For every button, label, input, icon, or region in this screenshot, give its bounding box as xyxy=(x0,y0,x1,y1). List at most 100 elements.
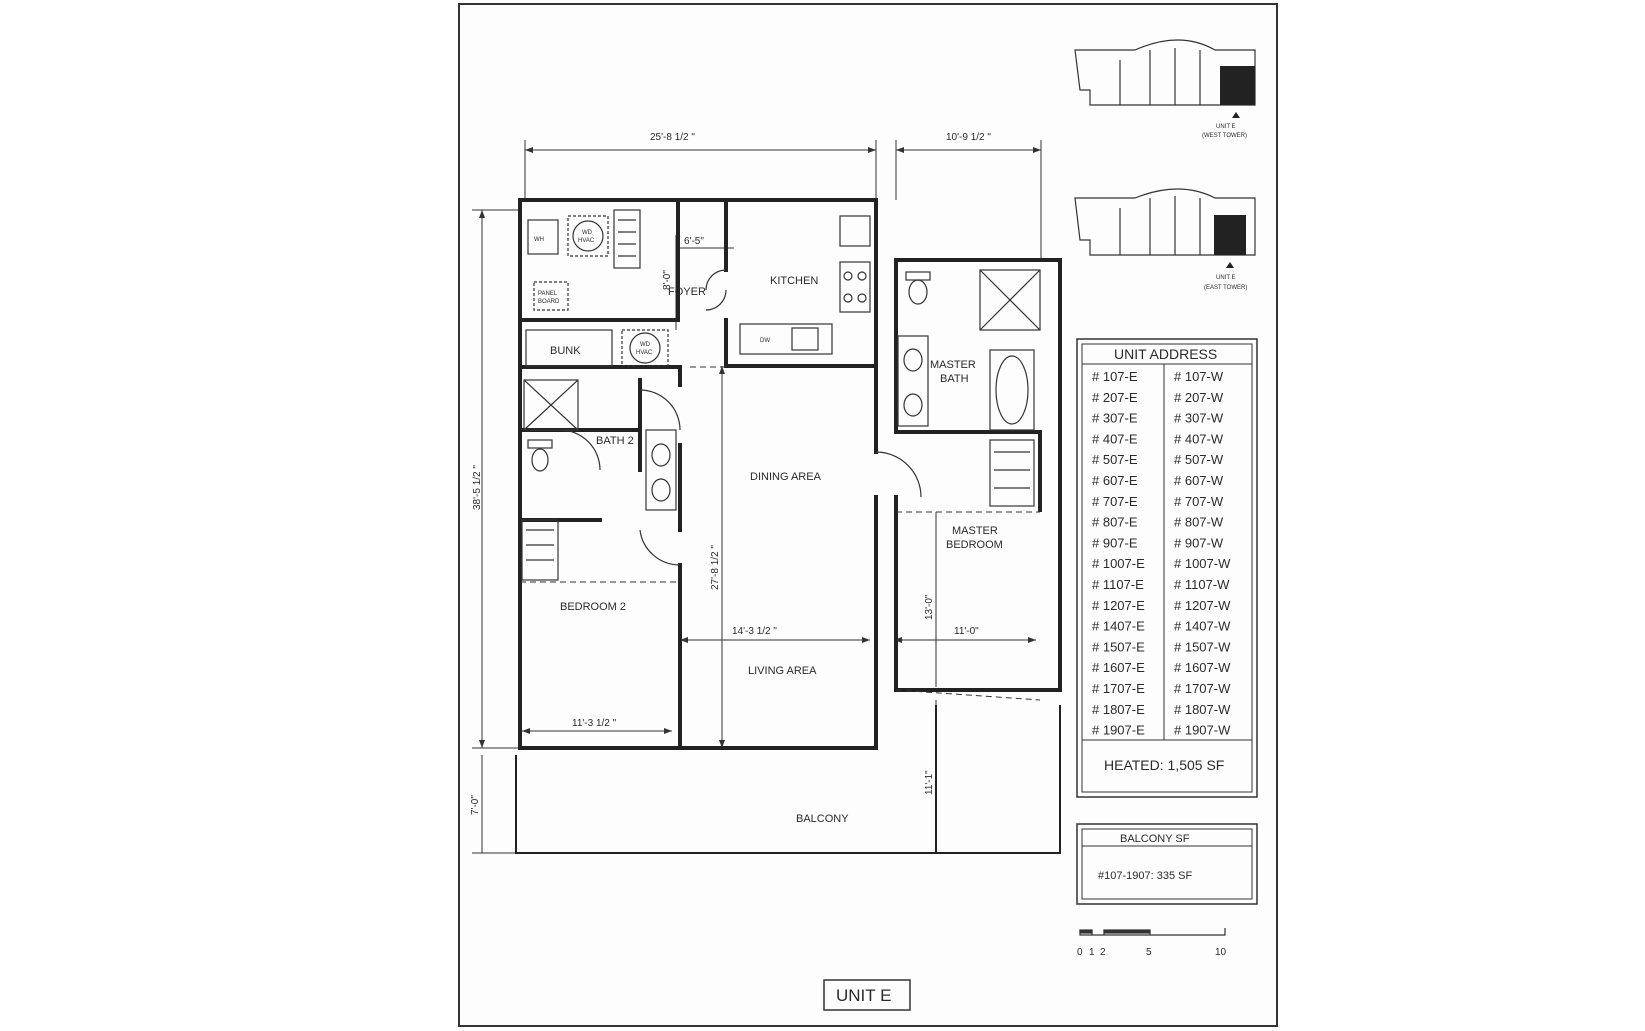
dimension-lines xyxy=(472,140,1042,854)
unit-address-east-column: # 107-E # 207-E # 307-E # 407-E # 507-E # 607… xyxy=(1092,369,1145,738)
room-master-bath-line1: MASTER xyxy=(930,359,976,371)
key-plan-east-label: UNIT E xyxy=(1216,275,1236,281)
unit-address-west-17: # 1907-W xyxy=(1174,723,1231,738)
unit-address-west-11: # 1207-W xyxy=(1174,598,1231,613)
key-plan-west-highlight xyxy=(1220,66,1255,105)
unit-address-west-5: # 607-W xyxy=(1174,473,1224,488)
dim-master-width: 10'-9 1/2 " xyxy=(946,132,991,143)
balcony-outline xyxy=(515,705,1061,854)
room-balcony: BALCONY xyxy=(796,813,849,825)
fixtures xyxy=(521,209,1041,581)
unit-address-west-0: # 107-W xyxy=(1174,369,1224,384)
balcony-sf-inner-box xyxy=(1081,828,1253,900)
key-plan-east-highlight xyxy=(1214,215,1246,255)
dim-foyer-width: 6'-5" xyxy=(684,236,704,247)
room-bunk: BUNK xyxy=(550,345,581,357)
unit-address-east-5: # 607-E xyxy=(1092,473,1138,488)
dim-dining-depth: 27'-8 1/2 " xyxy=(710,545,721,590)
scale-label-5: 5 xyxy=(1146,947,1152,958)
unit-address-west-3: # 407-W xyxy=(1174,431,1224,446)
balcony-sf-header: BALCONY SF xyxy=(1120,833,1190,845)
unit-address-east-12: # 1407-E xyxy=(1092,619,1145,634)
key-plan-west xyxy=(1074,39,1256,106)
unit-address-east-9: # 1007-E xyxy=(1092,556,1145,571)
unit-address-west-9: # 1007-W xyxy=(1174,556,1231,571)
unit-address-west-16: # 1807-W xyxy=(1174,702,1231,717)
unit-address-west-15: # 1707-W xyxy=(1174,681,1231,696)
fixture-wd-label-2: WD xyxy=(640,342,651,348)
scale-label-0: 0 xyxy=(1077,947,1083,958)
unit-address-west-8: # 907-W xyxy=(1174,535,1224,550)
key-plan-west-sub: (WEST TOWER) xyxy=(1202,133,1247,139)
scale-label-1: 1 xyxy=(1089,947,1095,958)
dim-balcony-depth: 7'-0" xyxy=(470,795,481,815)
key-plan-east xyxy=(1074,188,1256,256)
unit-address-west-4: # 507-W xyxy=(1174,452,1224,467)
plan-title: UNIT E xyxy=(836,986,891,1005)
unit-address-west-10: # 1107-W xyxy=(1174,577,1230,592)
fixture-board-label: BOARD xyxy=(538,299,560,305)
room-master-bath-line2: BATH xyxy=(940,373,969,385)
unit-address-east-7: # 807-E xyxy=(1092,515,1138,530)
dim-total-depth: 38'-5 1/2 " xyxy=(472,465,483,510)
fixture-hvac-label: HVAC xyxy=(578,238,595,244)
unit-address-west-7: # 807-W xyxy=(1174,515,1224,530)
title-box xyxy=(823,979,911,1011)
unit-address-east-14: # 1607-E xyxy=(1092,660,1145,675)
unit-address-west-6: # 707-W xyxy=(1174,494,1224,509)
room-master-bed-line1: MASTER xyxy=(952,525,998,537)
unit-address-east-2: # 307-E xyxy=(1092,411,1138,426)
unit-address-header: UNIT ADDRESS xyxy=(1114,346,1217,362)
key-plan-east-sub: (EAST TOWER) xyxy=(1204,285,1247,291)
fixture-panel-label: PANEL xyxy=(538,291,558,297)
unit-address-east-0: # 107-E xyxy=(1092,369,1138,384)
unit-address-west-12: # 1407-W xyxy=(1174,619,1231,634)
unit-address-east-6: # 707-E xyxy=(1092,494,1138,509)
fixture-dishwasher: DW xyxy=(760,338,770,344)
dim-top-width: 25'-8 1/2 " xyxy=(650,132,695,143)
fixture-water-heater: WH xyxy=(534,237,544,243)
unit-address-inner-box xyxy=(1081,343,1253,793)
dim-master-bed-width: 11'-0" xyxy=(954,626,979,637)
plan-labels: FOYER KITCHEN BUNK BATH 2 DINING AREA BE… xyxy=(470,124,1247,1005)
room-kitchen: KITCHEN xyxy=(770,275,818,287)
unit-address-west-column: # 107-W # 207-W # 307-W # 407-W # 507-W # 607… xyxy=(1174,369,1231,738)
unit-address-east-11: # 1207-E xyxy=(1092,598,1145,613)
unit-address-west-14: # 1607-W xyxy=(1174,660,1231,675)
unit-address-east-16: # 1807-E xyxy=(1092,702,1145,717)
dashed-lines xyxy=(520,366,1041,701)
unit-address-east-1: # 207-E xyxy=(1092,390,1138,405)
scale-label-10: 10 xyxy=(1215,947,1227,958)
room-foyer: FOYER xyxy=(668,286,706,298)
unit-address-east-10: # 1107-E xyxy=(1092,577,1144,592)
unit-address-west-2: # 307-W xyxy=(1174,411,1224,426)
key-plan-east-marker xyxy=(1226,262,1234,268)
room-living: LIVING AREA xyxy=(748,665,817,677)
walls xyxy=(518,198,1062,750)
scale-label-2: 2 xyxy=(1100,947,1106,958)
unit-address-east-3: # 407-E xyxy=(1092,431,1138,446)
dim-living-width: 14'-3 1/2 " xyxy=(732,626,777,637)
key-plan-west-label: UNIT E xyxy=(1216,124,1236,130)
dimension-ticks xyxy=(479,147,1041,748)
dim-balcony-width: 11'-1" xyxy=(924,770,935,795)
unit-address-east-15: # 1707-E xyxy=(1092,681,1145,696)
dim-master-bed-depth: 13'-0" xyxy=(924,594,935,620)
unit-address-west-13: # 1507-W xyxy=(1174,639,1231,654)
heated-area: HEATED: 1,505 SF xyxy=(1104,757,1224,773)
fixture-hvac-label-2: HVAC xyxy=(636,350,653,356)
dim-foyer-depth: 8'-0" xyxy=(662,270,673,290)
balcony-sf-box xyxy=(1076,823,1258,905)
balcony-sf-value: #107-1907: 335 SF xyxy=(1098,870,1192,882)
sheet-border xyxy=(458,3,1278,1027)
room-bedroom2: BEDROOM 2 xyxy=(560,601,626,613)
unit-address-west-1: # 207-W xyxy=(1174,390,1224,405)
unit-address-east-4: # 507-E xyxy=(1092,452,1138,467)
room-bath2: BATH 2 xyxy=(596,435,634,447)
fixture-wd-label: WD xyxy=(582,230,593,236)
unit-address-east-8: # 907-E xyxy=(1092,535,1138,550)
unit-address-box xyxy=(1076,338,1258,798)
dim-bed2-width: 11'-3 1/2 " xyxy=(572,718,617,729)
scale-bar xyxy=(1079,928,1226,936)
